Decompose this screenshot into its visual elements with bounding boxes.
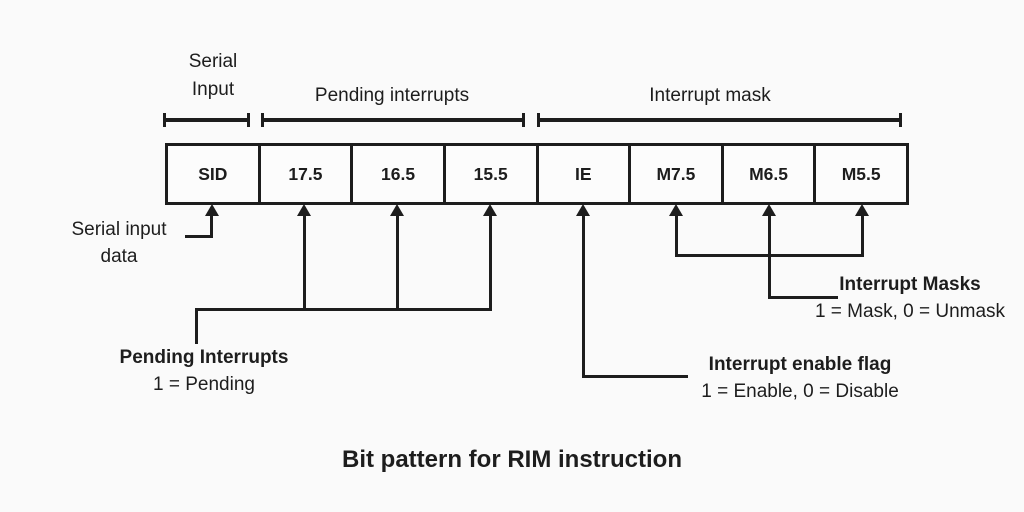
pending-interrupts-legend: 1 = Pending [153,374,255,395]
serial-input-bracket-label: Serial Input [188,51,238,100]
connector-line [195,308,492,311]
connector-line [768,254,771,299]
connector-line [210,214,213,238]
pending-interrupts-annotation: Pending Interrupts 1 = Pending [94,344,314,398]
connector-line [195,308,198,344]
bit-cell-sid: SID [198,163,228,184]
connector-line [582,375,688,378]
bit-cell-m55: M5.5 [813,146,906,202]
interrupt-enable-legend: 1 = Enable, 0 = Disable [701,381,899,402]
arrow-up-icon [205,204,219,216]
bit-cell-i55: 15.5 [442,146,536,202]
register-bit-row: SID 17.5 16.5 15.5 IE M7.5 M6.5 M5.5 [165,143,909,205]
bit-cell-i65: 16.5 [350,146,443,202]
arrow-up-icon [669,204,683,216]
arrow-up-icon [762,204,776,216]
bit-cell-m75: M7.5 [628,146,721,202]
arrow-up-icon [390,204,404,216]
connector-line [768,214,771,257]
interrupt-enable-title: Interrupt enable flag [708,354,892,375]
interrupt-masks-annotation: Interrupt Masks 1 = Mask, 0 = Unmask [784,271,1024,325]
serial-input-bracket [163,113,250,127]
connector-line [185,235,213,238]
serial-input-data-label: Serial input data [71,219,167,267]
connector-line [861,214,864,257]
pending-interrupts-bracket [261,113,525,127]
interrupt-mask-bracket [537,113,902,127]
arrow-up-icon [576,204,590,216]
arrow-up-icon [297,204,311,216]
interrupt-enable-annotation: Interrupt enable flag 1 = Enable, 0 = Di… [648,351,952,405]
bit-cell-m65: M6.5 [720,146,814,202]
connector-line [396,214,399,311]
arrow-up-icon [855,204,869,216]
pending-interrupts-title: Pending Interrupts [119,347,289,368]
bit-cell-ie: IE [535,146,629,202]
bit-cell-i75: 17.5 [257,146,351,202]
connector-line [582,214,585,378]
diagram-title: Bit pattern for RIM instruction [342,446,682,473]
arrow-up-icon [483,204,497,216]
connector-line [768,296,838,299]
connector-line [489,214,492,311]
interrupt-masks-legend: 1 = Mask, 0 = Unmask [814,301,1006,322]
interrupt-masks-title: Interrupt Masks [839,274,981,295]
connector-line [675,214,678,257]
connector-line [303,214,306,311]
pending-interrupts-bracket-label: Pending interrupts [314,85,470,106]
interrupt-mask-bracket-label: Interrupt mask [649,85,771,106]
